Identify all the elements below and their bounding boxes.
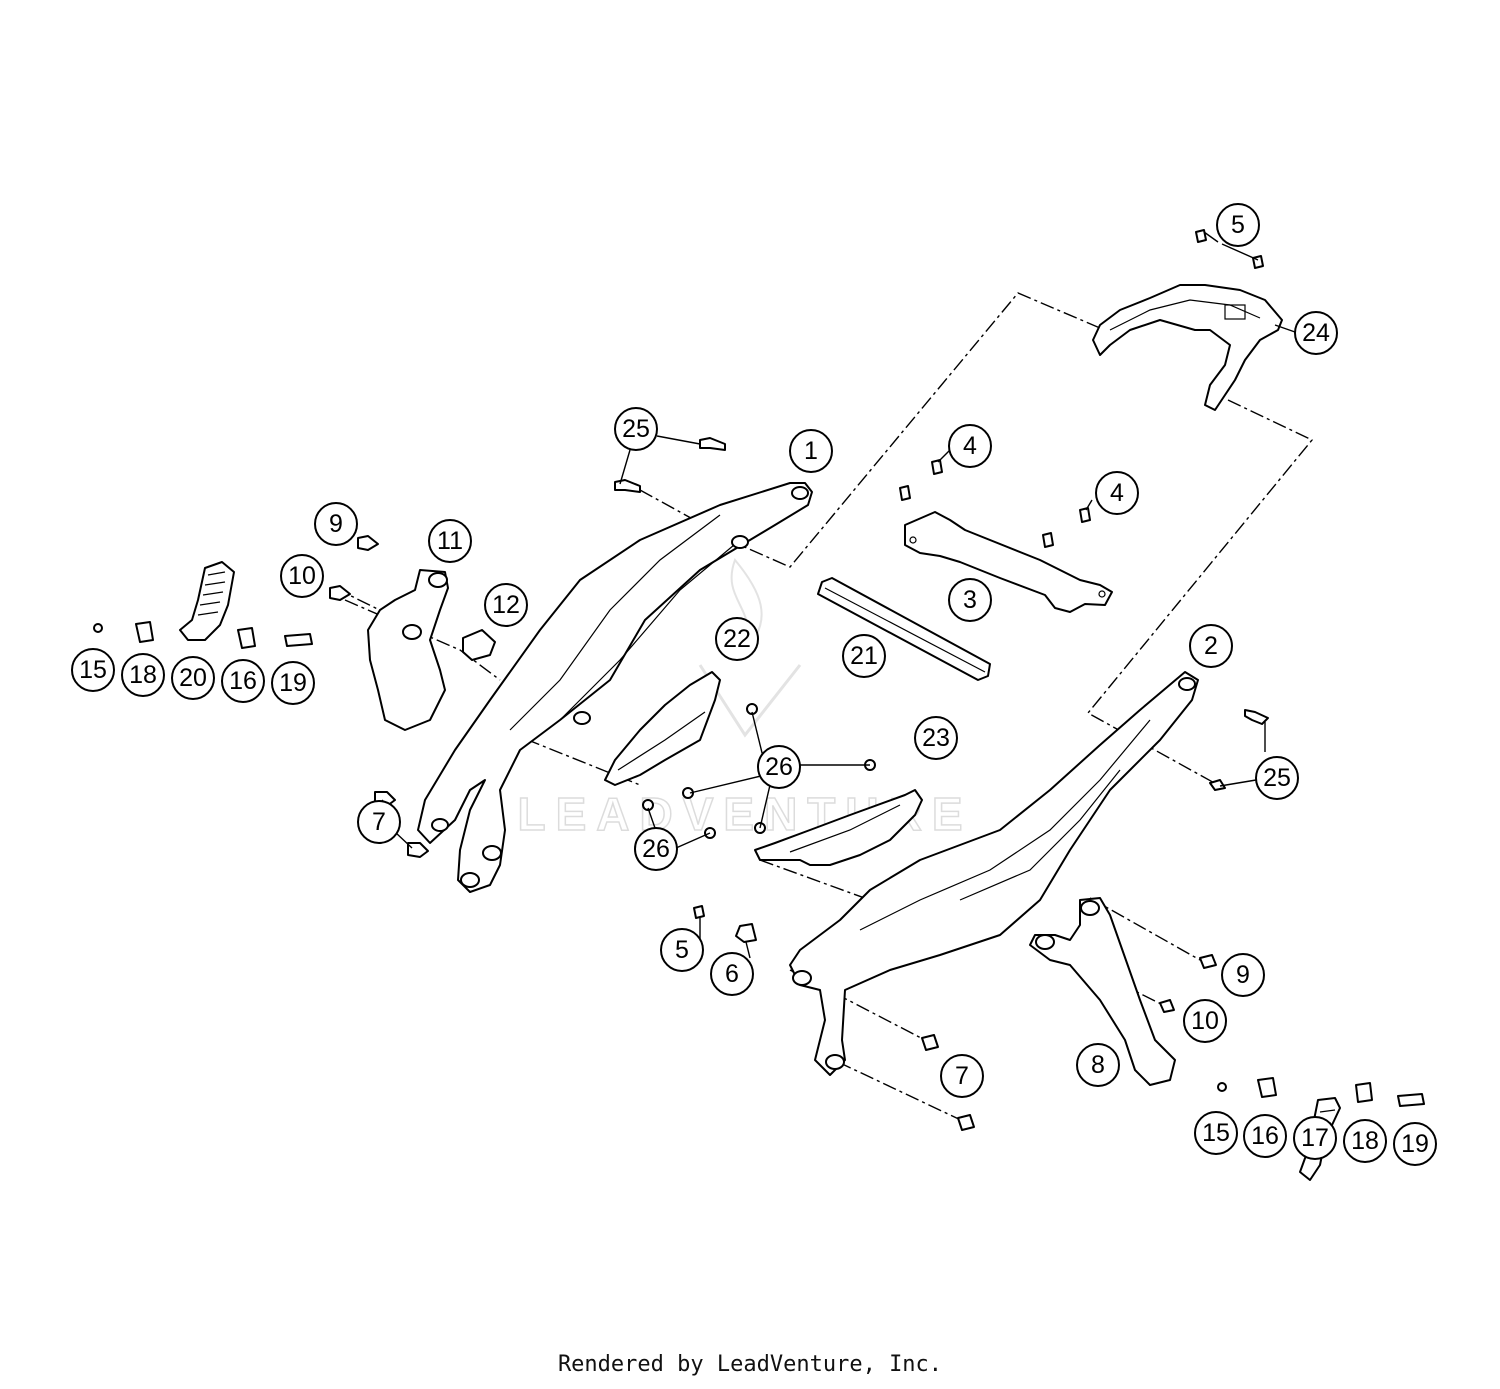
side-cover-part-22 — [604, 671, 721, 786]
callout-6: 6 — [710, 952, 754, 996]
callout-label: 9 — [329, 510, 343, 538]
callout-label: 5 — [1231, 211, 1245, 239]
callout-label: 17 — [1301, 1124, 1329, 1152]
callout-10: 10 — [280, 554, 324, 598]
callout-label: 4 — [963, 432, 977, 460]
grab-handle-part-24 — [1092, 284, 1283, 411]
callout-19: 19 — [271, 661, 315, 705]
callout-17: 17 — [1293, 1116, 1337, 1160]
callout-label: 12 — [492, 591, 520, 619]
callout-label: 2 — [1204, 632, 1218, 660]
callout-label: 7 — [372, 808, 386, 836]
callouts: 5 24 25 1 4 4 3 9 11 10 12 22 21 2 15 18… — [71, 203, 1437, 1166]
callout-12: 12 — [484, 583, 528, 627]
callout-label: 19 — [279, 669, 307, 697]
callout-26: 26 — [634, 827, 678, 871]
callout-label: 5 — [675, 936, 689, 964]
callout-20: 20 — [171, 656, 215, 700]
callout-label: 16 — [1251, 1122, 1279, 1150]
callout-10: 10 — [1183, 999, 1227, 1043]
cross-plate-part-3 — [904, 511, 1113, 613]
side-cover-part-23 — [754, 789, 923, 866]
callout-label: 15 — [79, 656, 107, 684]
left-subframe-part-1 — [417, 482, 813, 893]
callout-11: 11 — [428, 519, 472, 563]
callout-label: 16 — [229, 667, 257, 695]
callout-label: 10 — [288, 562, 316, 590]
peg-bracket-part-8 — [1029, 897, 1176, 1086]
callout-label: 22 — [723, 625, 751, 653]
bushing-part-12 — [462, 629, 496, 661]
callout-7: 7 — [940, 1054, 984, 1098]
callout-19: 19 — [1393, 1122, 1437, 1166]
callout-16: 16 — [221, 659, 265, 703]
callout-label: 15 — [1202, 1119, 1230, 1147]
callout-label: 11 — [437, 527, 463, 555]
callout-3: 3 — [948, 578, 992, 622]
callout-label: 25 — [622, 415, 650, 443]
callout-7: 7 — [357, 800, 401, 844]
callout-label: 20 — [179, 664, 207, 692]
callout-18: 18 — [1343, 1119, 1387, 1163]
callout-label: 26 — [765, 753, 793, 781]
callout-label: 25 — [1263, 764, 1291, 792]
peg-bracket-part-11 — [367, 569, 449, 731]
callout-label: 23 — [922, 724, 950, 752]
callout-23: 23 — [914, 716, 958, 760]
callout-label: 18 — [1351, 1127, 1379, 1155]
callout-15: 15 — [1194, 1111, 1238, 1155]
callout-label: 26 — [642, 835, 670, 863]
callout-18: 18 — [121, 653, 165, 697]
callout-16: 16 — [1243, 1114, 1287, 1158]
callout-label: 6 — [725, 960, 739, 988]
callout-25: 25 — [614, 407, 658, 451]
callout-21: 21 — [842, 634, 886, 678]
hardware — [93, 229, 1425, 1131]
callout-5: 5 — [660, 928, 704, 972]
callout-8: 8 — [1076, 1043, 1120, 1087]
callout-4: 4 — [1095, 471, 1139, 515]
footpeg-part-20 — [179, 561, 235, 641]
callout-label: 10 — [1191, 1007, 1219, 1035]
callout-label: 3 — [963, 586, 977, 614]
callout-15: 15 — [71, 648, 115, 692]
callout-label: 9 — [1236, 961, 1250, 989]
callout-25: 25 — [1255, 756, 1299, 800]
render-credit: Rendered by LeadVenture, Inc. — [557, 1352, 943, 1377]
callout-22: 22 — [715, 617, 759, 661]
callout-label: 18 — [129, 661, 157, 689]
callout-24: 24 — [1294, 311, 1338, 355]
rubber-strip-part-21 — [817, 577, 991, 681]
callout-label: 7 — [955, 1062, 969, 1090]
callout-label: 21 — [850, 642, 878, 670]
callout-label: 8 — [1091, 1051, 1105, 1079]
callout-9: 9 — [314, 502, 358, 546]
callout-4: 4 — [948, 424, 992, 468]
callout-9: 9 — [1221, 953, 1265, 997]
callout-label: 4 — [1110, 479, 1124, 507]
callout-2: 2 — [1189, 624, 1233, 668]
callout-label: 24 — [1302, 319, 1330, 347]
callout-5: 5 — [1216, 203, 1260, 247]
callout-label: 19 — [1401, 1130, 1429, 1158]
right-subframe-part-2 — [789, 671, 1199, 1076]
callout-1: 1 — [789, 429, 833, 473]
callout-label: 1 — [804, 437, 818, 465]
callout-26: 26 — [757, 745, 801, 789]
